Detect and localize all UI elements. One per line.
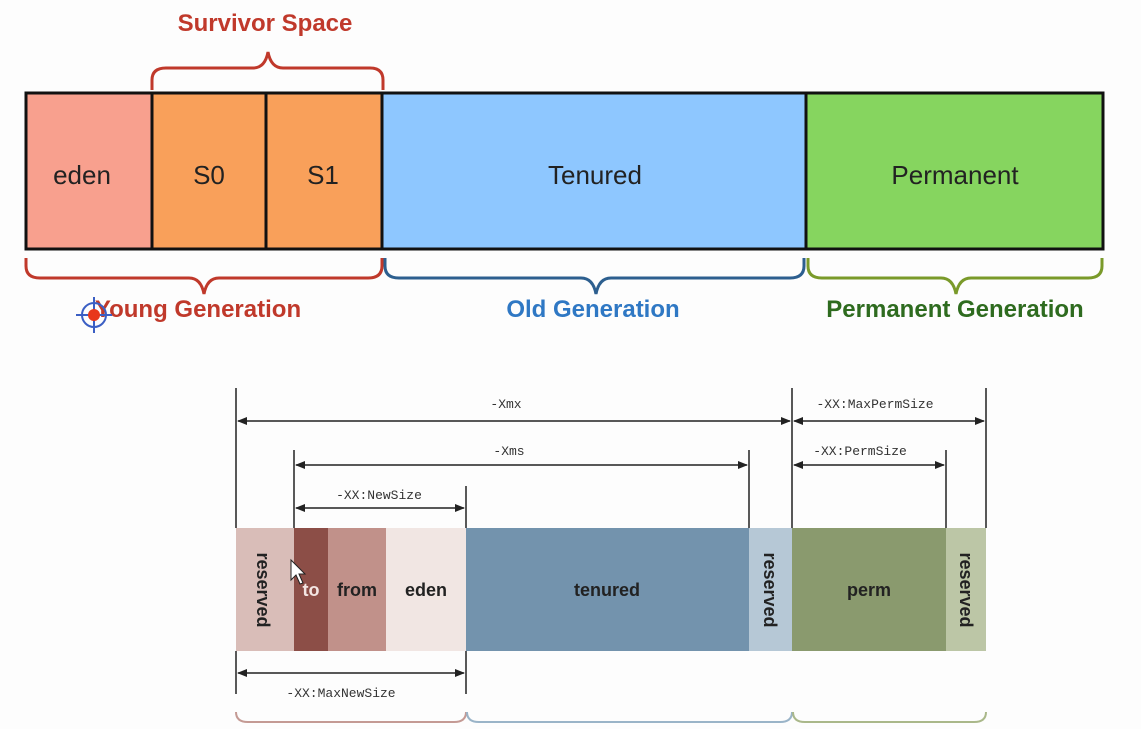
to-region <box>294 528 328 651</box>
reserved-young-region <box>236 528 294 651</box>
top-diagram: Survivor Space eden S0 S1 Tenured Perman… <box>24 10 1105 333</box>
reserved-perm-region <box>946 528 986 651</box>
old-generation-brace <box>383 258 806 295</box>
mouse-pointer-icon <box>290 558 307 585</box>
from-region <box>328 528 386 651</box>
old-region-brace <box>466 711 793 723</box>
max-perm-size-label: -XX:MaxPermSize <box>816 397 933 412</box>
top-tenured-region <box>380 91 808 251</box>
survivor-space-label: Survivor Space <box>178 10 353 37</box>
bottom-diagram: -Xmx -XX:MaxPermSize -Xms -XX:PermSize -… <box>235 388 987 723</box>
perm-region <box>792 528 946 651</box>
new-size-label: -XX:NewSize <box>336 488 422 503</box>
eden-region <box>386 528 466 651</box>
dimension-extension-lines <box>235 388 987 694</box>
crosshair-cursor-icon <box>76 297 112 333</box>
permanent-generation-brace <box>806 258 1104 295</box>
eden-label: eden <box>405 580 447 600</box>
permanent-generation-label: Permanent Generation <box>826 296 1083 323</box>
young-region-brace <box>235 711 467 723</box>
top-permanent-region <box>804 91 1105 251</box>
top-s1-label: S1 <box>307 160 339 190</box>
reserved-old-region <box>749 528 792 651</box>
tenured-label: tenured <box>574 580 640 600</box>
top-s0-label: S0 <box>193 160 225 190</box>
xms-label: -Xms <box>493 444 524 459</box>
top-tenured-label: Tenured <box>548 160 642 190</box>
perm-label: perm <box>847 580 891 600</box>
young-generation-label: Young Generation <box>95 296 301 323</box>
top-s0-region <box>150 91 268 251</box>
top-eden-label: eden <box>53 160 111 190</box>
max-new-size-label: -XX:MaxNewSize <box>286 686 395 701</box>
perm-size-label: -XX:PermSize <box>813 444 907 459</box>
young-generation-brace <box>24 258 384 295</box>
reserved-young-label: reserved <box>253 552 273 627</box>
tenured-region <box>466 528 749 651</box>
reserved-perm-label: reserved <box>956 552 976 627</box>
to-label: to <box>303 580 320 600</box>
xmx-label: -Xmx <box>490 397 521 412</box>
perm-region-brace <box>792 711 987 723</box>
old-generation-label: Old Generation <box>506 296 679 323</box>
reserved-old-label: reserved <box>760 552 780 627</box>
top-s1-region <box>264 91 384 251</box>
top-eden-region <box>24 91 154 251</box>
from-label: from <box>337 580 377 600</box>
survivor-space-brace <box>150 51 385 90</box>
top-permanent-label: Permanent <box>891 160 1019 190</box>
